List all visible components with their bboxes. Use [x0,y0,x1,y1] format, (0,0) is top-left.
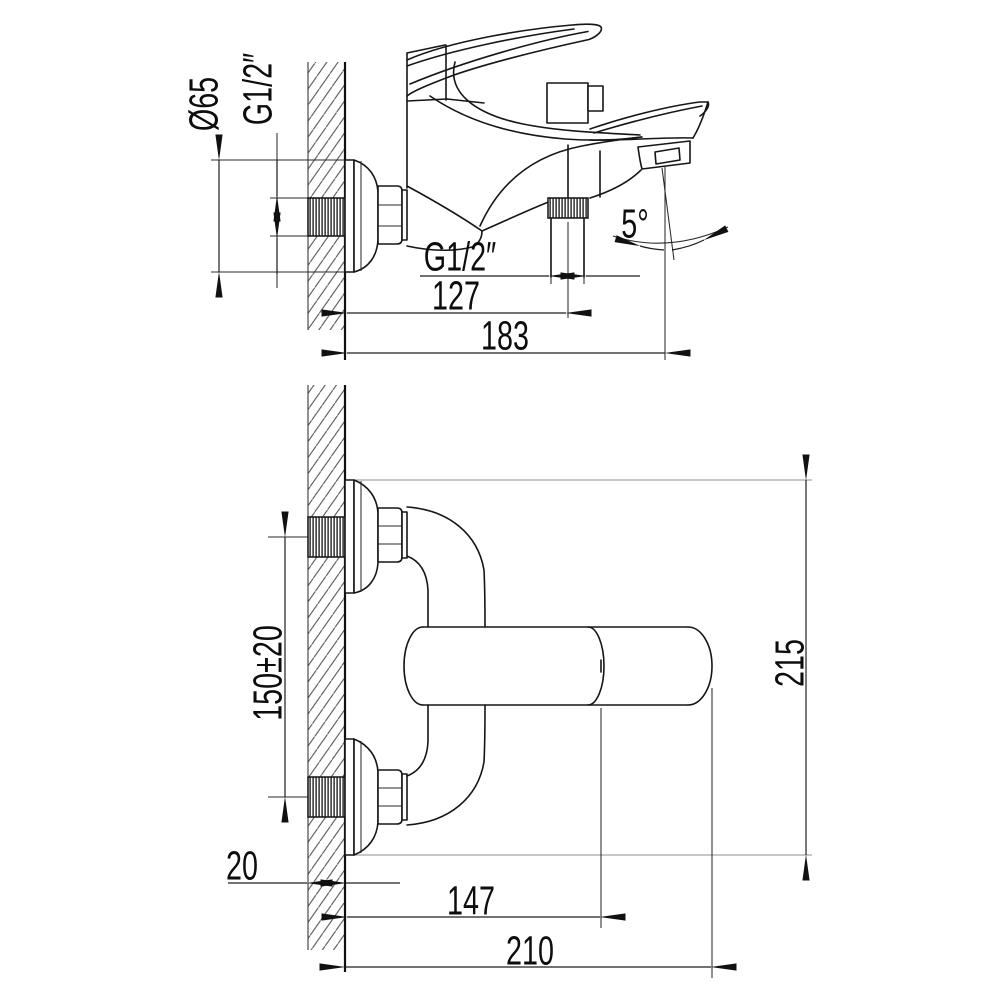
label-diameter-65: Ø65 [180,76,227,132]
handle-right-cap [687,626,713,706]
top-elbow-inner [406,555,429,628]
lever-handle-side [406,23,603,97]
bottom-escutcheon [353,738,379,856]
front-view-dimensions [228,454,812,978]
body-handle-seam [587,626,605,706]
label-g12-shower: G1/2″ [423,233,497,280]
bottom-elbow-outer [406,704,486,826]
body-cone-side [406,185,552,252]
spout-aerator [654,147,681,165]
label-210: 210 [506,927,554,974]
wall-thread-nipple [307,197,346,237]
neck-and-spout-side [429,61,710,227]
label-127: 127 [432,272,480,319]
body-ledge [406,98,485,104]
top-connection-front [307,479,486,628]
top-mounting-nut [377,507,403,563]
wall-section-front [307,385,347,972]
label-147: 147 [447,877,495,924]
label-150-plusminus: 150±20 [244,625,291,721]
top-elbow-outer [406,506,486,628]
top-thread-nipple [307,516,346,558]
bottom-mounting-nut [377,769,403,825]
mounting-nut-side [377,185,408,245]
shower-outlet-thread [547,197,589,219]
spout-stream-angled-line [661,167,675,261]
front-view [228,385,812,978]
bottom-thread-nipple [307,776,346,818]
body-left-cap [403,626,424,706]
faucet-body-side [406,23,710,278]
diverter-knob-side [546,82,604,124]
wall-connection-side [307,159,408,273]
faucet-body-front [403,626,713,706]
shower-outlet-side [547,197,589,278]
label-5-degrees: 5° [621,200,649,247]
bottom-elbow-inner [406,704,429,777]
label-g12-wall: G1/2″ [234,52,281,126]
label-183: 183 [481,312,529,359]
escutcheon-side [344,159,379,273]
bottom-connection-front [307,704,486,856]
label-20: 20 [226,842,258,889]
label-215: 215 [766,639,813,687]
spout-mouth [637,140,691,170]
side-view [211,23,729,360]
top-escutcheon [353,479,379,594]
